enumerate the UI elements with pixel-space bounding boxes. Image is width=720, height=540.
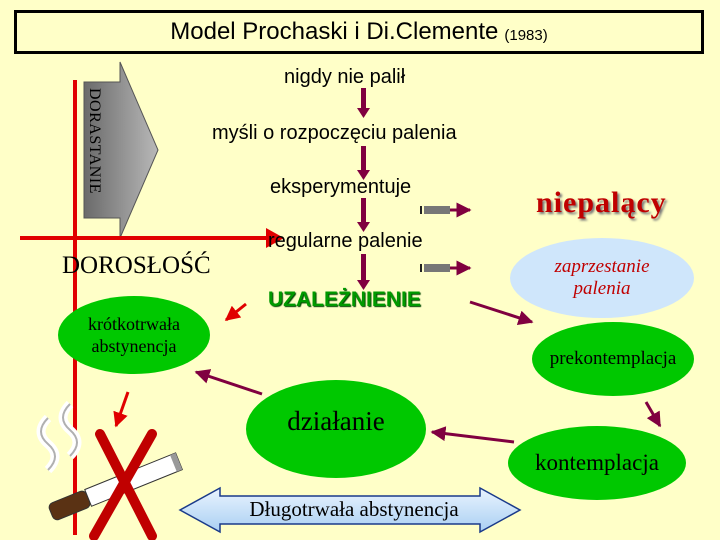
short-abstinence-label: krótkotrwała abstynencja [88, 314, 180, 356]
title-main: Model Prochaski i Di.Clemente [170, 18, 499, 45]
relapse-arrow [113, 391, 130, 428]
stage-addiction: UZALEŻNIENIE [268, 288, 421, 311]
action-oval: działanie [246, 380, 426, 478]
stage-never-smoked: nigdy nie palił [284, 66, 406, 88]
title-box: Model Prochaski i Di.Clemente (1983) [14, 10, 704, 54]
stage-experimenting: eksperymentuje [270, 176, 412, 198]
precontemplation-label: prekontemplacja [549, 348, 677, 369]
contemplation-label: kontemplacja [535, 450, 659, 475]
stage-arrows [357, 88, 370, 290]
contemplation-oval: kontemplacja [508, 426, 686, 500]
nonsmoker-label: niepalący [536, 186, 667, 219]
quitting-oval: zaprzestanie palenia [510, 238, 694, 318]
long-abstinence-label: Długotrwała abstynencja [249, 497, 459, 521]
addiction-arrow [224, 302, 247, 322]
red-horizontal-arrowhead [266, 228, 284, 248]
adolescence-label: DORASTANIE [86, 88, 103, 194]
stage-thinking: myśli o rozpoczęciu palenia [212, 122, 457, 144]
adulthood-label: DOROSŁOŚĆ [62, 252, 211, 279]
precontemplation-oval: prekontemplacja [532, 322, 694, 396]
adolescence-arrow [83, 61, 159, 239]
cycle-arrows [194, 300, 662, 444]
no-smoking-cigarette-icon [36, 400, 184, 540]
nonsmoker-arrows [420, 202, 472, 276]
short-abstinence-oval: krótkotrwała abstynencja [58, 296, 210, 374]
quitting-label: zaprzestanie palenia [554, 256, 650, 299]
long-abstinence-arrow [178, 486, 522, 534]
stage-regular-smoking: regularne palenie [268, 230, 423, 252]
title-year: (1983) [504, 26, 548, 44]
action-label: działanie [287, 405, 385, 436]
